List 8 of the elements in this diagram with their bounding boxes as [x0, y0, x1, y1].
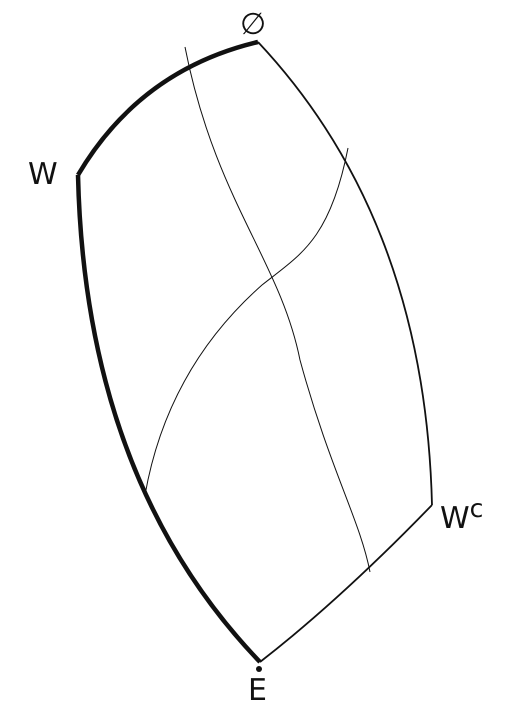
boundary-curve	[76, 174, 262, 664]
boundary-curve	[76, 40, 259, 176]
vertex-label: E	[248, 676, 267, 706]
boundary-curve	[259, 504, 433, 663]
vertex-label: ∅	[240, 10, 266, 40]
vertex-label: W$^{c}$	[440, 494, 484, 534]
vertex-label: W	[28, 160, 58, 190]
boundary-curve	[257, 41, 433, 506]
